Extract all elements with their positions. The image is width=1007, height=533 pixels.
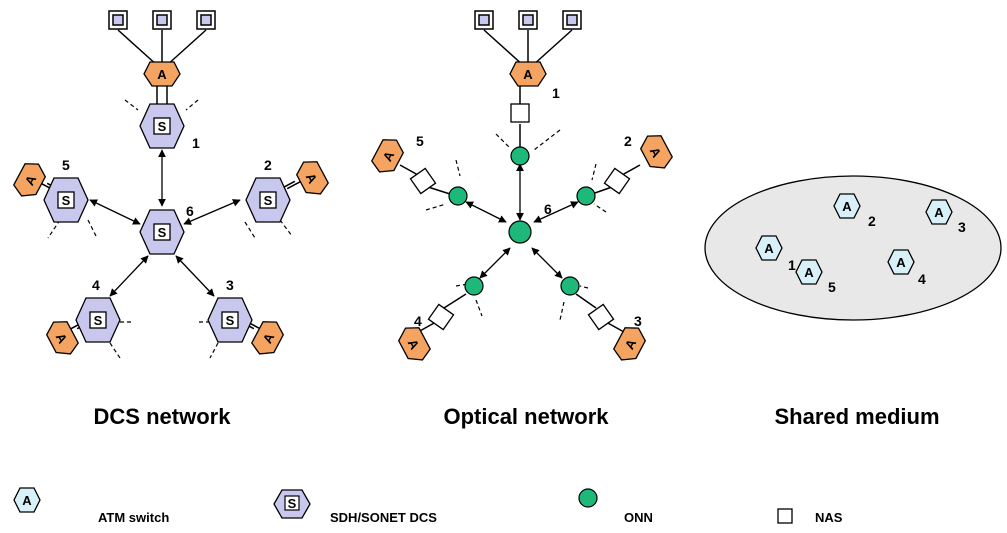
- onn-node-5: [448, 186, 468, 206]
- svg-text:A: A: [934, 205, 944, 220]
- atm-switch-icon: A: [143, 61, 181, 87]
- terminal-icon: [474, 10, 494, 30]
- atm-switch-icon: A: [795, 259, 823, 285]
- optical-network-title: Optical network: [443, 404, 609, 429]
- shared-medium: A A A A A 1 2 3 4 5 Shared medium: [704, 175, 1002, 429]
- nas-icon: [510, 103, 530, 123]
- atm-switch-icon: A: [251, 321, 285, 355]
- nas-icon: [587, 303, 615, 331]
- shared-label-3: 3: [958, 219, 966, 235]
- atm-switch-icon: A: [639, 135, 673, 169]
- atm-switch-icon: A: [755, 235, 783, 261]
- svg-text:A: A: [804, 265, 814, 280]
- onn-node-3: [560, 276, 580, 296]
- optical-label-2: 2: [624, 133, 632, 149]
- optical-label-3: 3: [634, 313, 642, 329]
- dcs-node-6: S: [139, 209, 185, 255]
- terminal-icon: [196, 10, 216, 30]
- dcs-label-5: 5: [62, 157, 70, 173]
- dcs-node-4: S: [75, 297, 121, 343]
- legend-onn-label: ONN: [624, 510, 653, 525]
- atm-switch-icon: A: [509, 61, 547, 87]
- optical-label-6: 6: [544, 201, 552, 217]
- legend-nas-icon: [777, 508, 793, 524]
- svg-text:S: S: [264, 193, 273, 208]
- terminal-icon: [518, 10, 538, 30]
- legend-atm-label: ATM switch: [98, 510, 169, 525]
- dcs-label-3: 3: [226, 277, 234, 293]
- dcs-label-2: 2: [264, 157, 272, 173]
- nas-icon: [603, 167, 631, 195]
- onn-node-4: [464, 276, 484, 296]
- dcs-node-1: S: [139, 103, 185, 149]
- terminal-icon: [562, 10, 582, 30]
- dcs-network-title: DCS network: [94, 404, 232, 429]
- shared-label-1: 1: [788, 257, 796, 273]
- svg-text:S: S: [158, 225, 167, 240]
- dcs-label-1: 1: [192, 135, 200, 151]
- svg-text:A: A: [157, 67, 167, 82]
- legend-nas-label: NAS: [815, 510, 843, 525]
- svg-text:A: A: [523, 67, 533, 82]
- dcs-network: A A A A A S S: [13, 10, 329, 429]
- legend-onn-icon: [578, 488, 598, 508]
- shared-label-5: 5: [828, 279, 836, 295]
- shared-label-4: 4: [918, 271, 926, 287]
- shared-label-2: 2: [868, 213, 876, 229]
- atm-switch-icon: A: [397, 327, 431, 361]
- dcs-node-2: S: [245, 177, 291, 223]
- svg-text:A: A: [842, 199, 852, 214]
- dcs-label-4: 4: [92, 277, 100, 293]
- shared-medium-title: Shared medium: [774, 404, 939, 429]
- onn-node-1: [510, 146, 530, 166]
- terminal-icon: [152, 10, 172, 30]
- legend: A ATM switch S SDH/SONET DCS ONN NAS: [13, 487, 843, 525]
- terminal-icon: [108, 10, 128, 30]
- atm-switch-icon: A: [371, 139, 405, 173]
- atm-switch-icon: A: [13, 163, 47, 197]
- svg-text:A: A: [764, 241, 774, 256]
- svg-text:S: S: [62, 193, 71, 208]
- dcs-node-5: S: [43, 177, 89, 223]
- atm-switch-icon: A: [613, 327, 647, 361]
- svg-text:S: S: [226, 313, 235, 328]
- dcs-node-3: S: [207, 297, 253, 343]
- atm-switch-icon: A: [295, 161, 329, 195]
- atm-switch-icon: A: [833, 193, 861, 219]
- onn-node-6: [508, 220, 532, 244]
- svg-text:A: A: [22, 493, 32, 508]
- nas-icon: [409, 167, 437, 195]
- svg-text:S: S: [288, 496, 297, 511]
- onn-node-2: [576, 186, 596, 206]
- atm-switch-icon: A: [887, 249, 915, 275]
- atm-switch-icon: A: [45, 321, 79, 355]
- legend-dcs-icon: S: [273, 489, 311, 519]
- svg-text:A: A: [896, 255, 906, 270]
- optical-label-1: 1: [552, 85, 560, 101]
- svg-text:S: S: [94, 313, 103, 328]
- atm-switch-icon: A: [925, 199, 953, 225]
- optical-label-4: 4: [414, 313, 422, 329]
- dcs-label-6: 6: [186, 203, 194, 219]
- svg-text:S: S: [158, 119, 167, 134]
- optical-label-5: 5: [416, 133, 424, 149]
- nas-icon: [427, 303, 455, 331]
- optical-network: A: [371, 10, 673, 429]
- legend-atm-icon: A: [13, 487, 41, 513]
- legend-dcs-label: SDH/SONET DCS: [330, 510, 437, 525]
